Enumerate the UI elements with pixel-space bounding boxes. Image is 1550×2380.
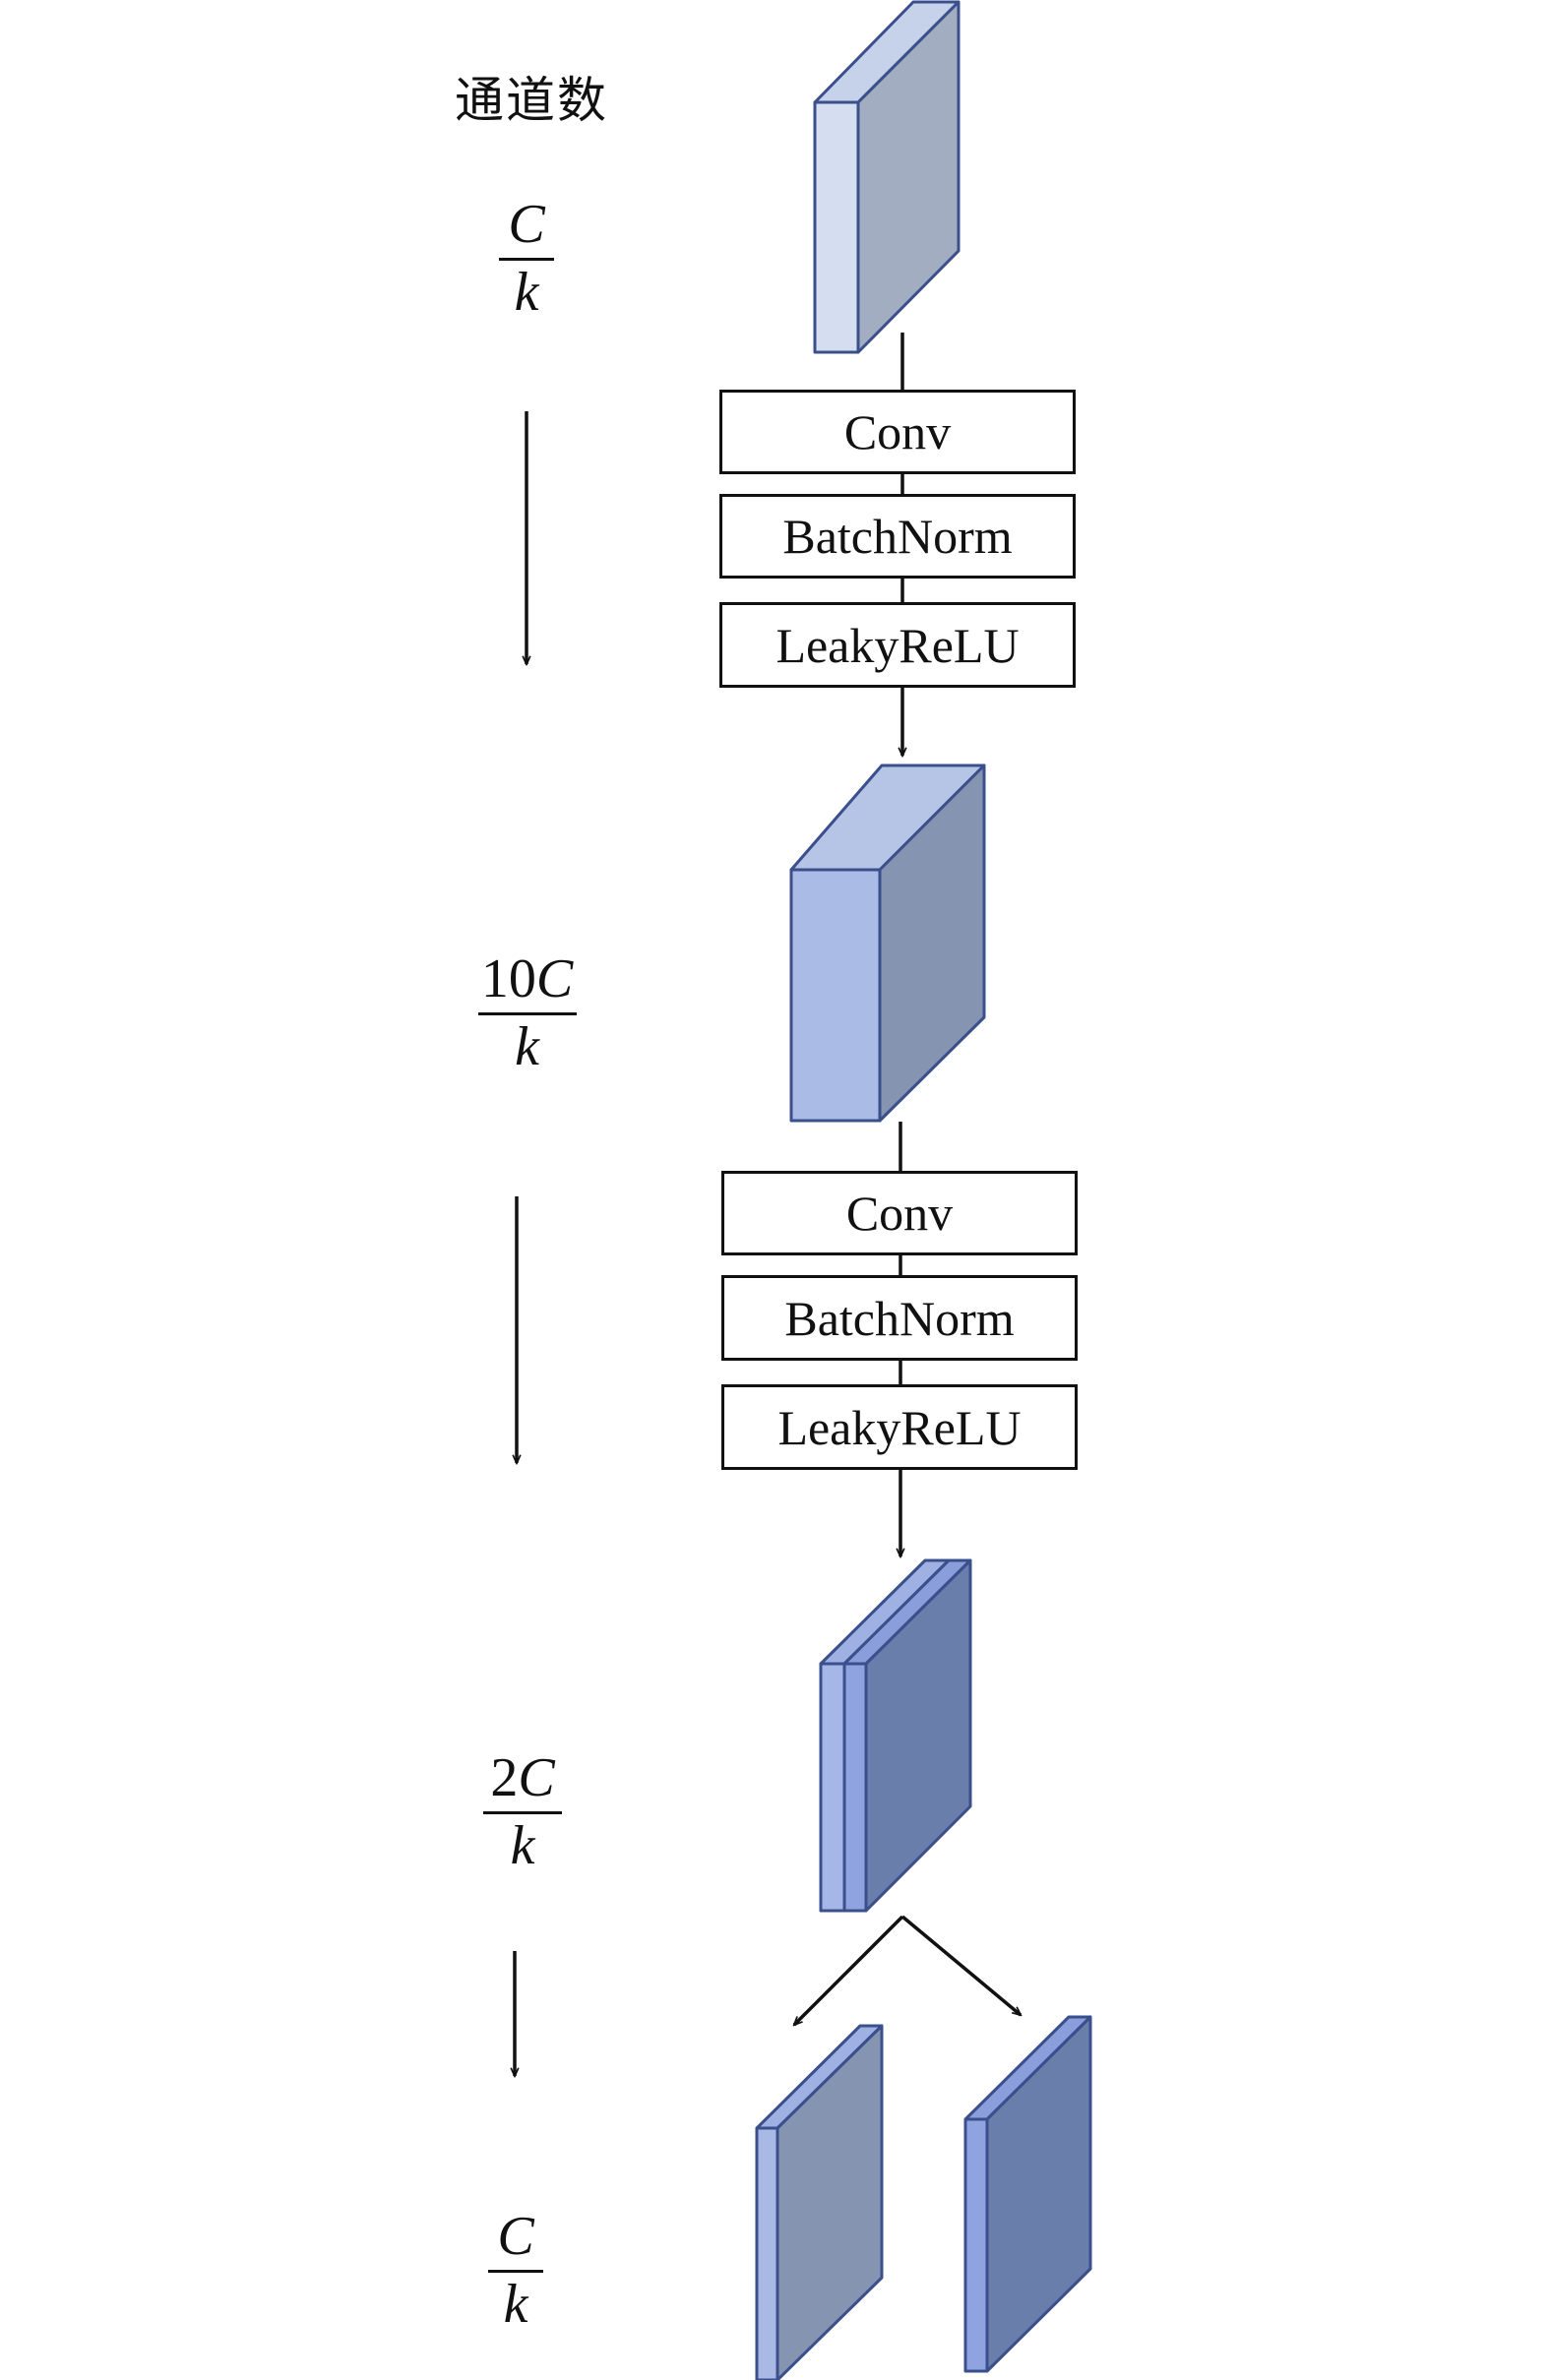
- fraction-numerator: 2C: [490, 1747, 555, 1808]
- feature-map-c-over-k: [813, 0, 961, 354]
- block2-conv: Conv: [721, 1171, 1078, 1255]
- channel-label-c-over-k: C k: [497, 197, 556, 320]
- cuboid-front-face: [842, 1662, 868, 1913]
- fraction-numerator: 10C: [480, 948, 574, 1009]
- feature-map-2c-over-k: [819, 1558, 972, 1913]
- block1-batchnorm: BatchNorm: [719, 494, 1076, 579]
- cuboid-front-face: [755, 2126, 779, 2380]
- channel-label-2c-over-k: 2C k: [481, 1750, 564, 1873]
- block2-batchnorm: BatchNorm: [721, 1275, 1078, 1361]
- block1-leakyrelu: LeakyReLU: [719, 602, 1076, 688]
- fraction-denominator: k: [503, 2274, 528, 2335]
- channels-heading: 通道数: [455, 72, 608, 129]
- split-arrow-right: [900, 1915, 1021, 2015]
- cuboid-front-face: [819, 1662, 846, 1913]
- fraction-bar: [488, 2270, 543, 2273]
- fraction-denominator: k: [510, 1815, 535, 1876]
- cuboid-side-face: [864, 1558, 972, 1913]
- cuboid-side-face: [775, 2024, 884, 2380]
- fraction-numerator: C: [508, 194, 545, 255]
- feature-map-c-over-k-split-right: [963, 2015, 1092, 2373]
- split-arrow-left: [794, 1915, 904, 2025]
- cuboid-side-face: [878, 763, 986, 1123]
- fraction-numerator: C: [497, 2206, 534, 2267]
- cuboid-front-face: [813, 100, 860, 354]
- cuboid-side-face: [985, 2015, 1092, 2373]
- fraction-denominator: k: [515, 1016, 539, 1077]
- channel-label-c-over-k-final: C k: [486, 2209, 545, 2332]
- fraction-bar: [483, 1811, 562, 1814]
- cuboid-side-face: [856, 0, 961, 354]
- feature-map-c-over-k-split-left: [755, 2024, 884, 2380]
- fraction-bar: [499, 258, 554, 261]
- channel-label-10c-over-k: 10C k: [475, 951, 579, 1074]
- feature-map-10c-over-k: [789, 763, 986, 1123]
- cuboid-front-face: [789, 868, 882, 1123]
- block1-conv: Conv: [719, 390, 1076, 474]
- fraction-bar: [477, 1012, 577, 1015]
- cuboid-front-face: [963, 2117, 989, 2373]
- block2-leakyrelu: LeakyReLU: [721, 1384, 1078, 1470]
- fraction-denominator: k: [514, 262, 539, 323]
